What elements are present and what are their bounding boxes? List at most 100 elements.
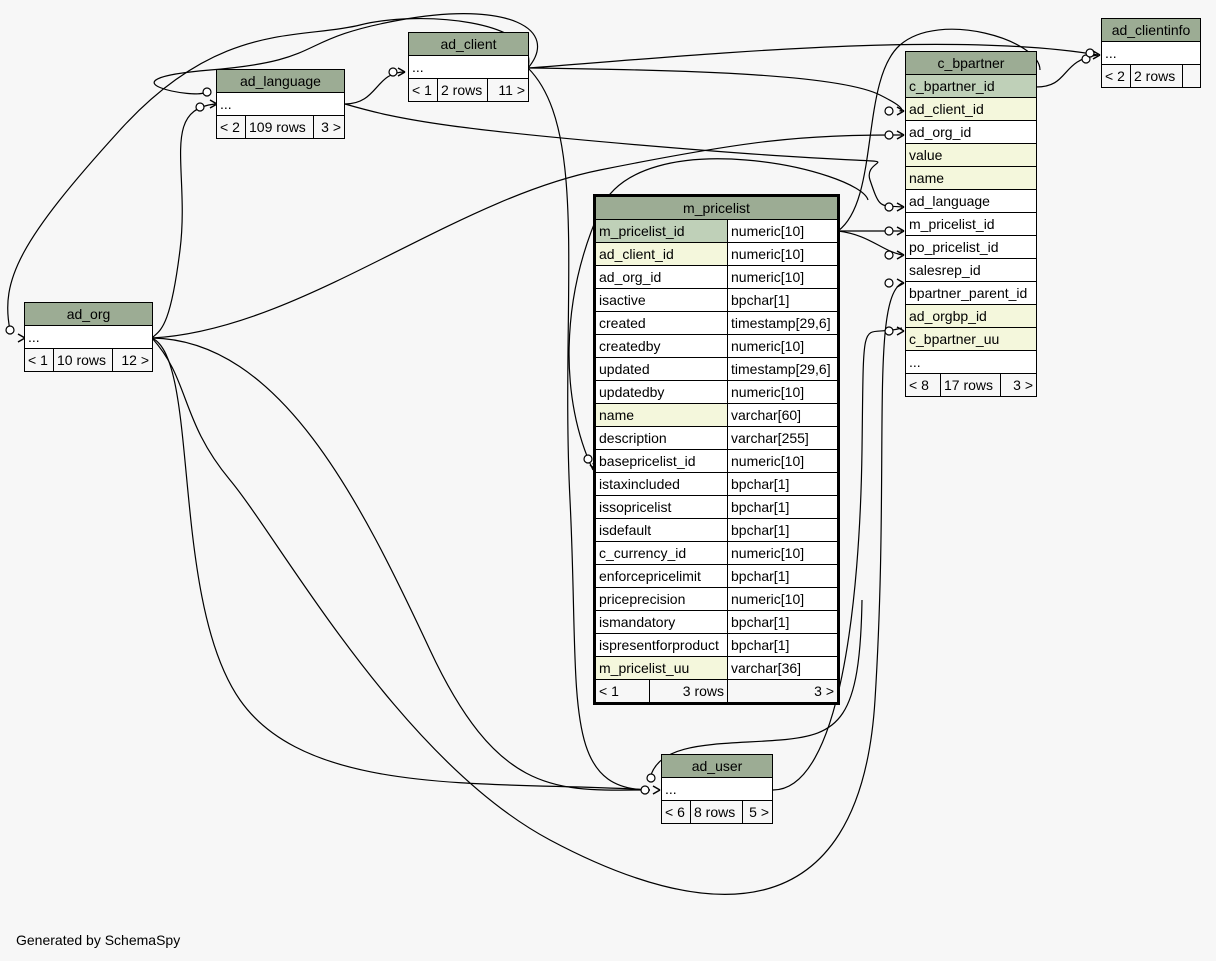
column-type: bpchar[1] (726, 518, 840, 542)
column-m-pricelist-id: m_pricelist_id (904, 212, 1038, 236)
column-name: issopricelist (594, 495, 728, 519)
column-type: bpchar[1] (726, 564, 840, 588)
column-name: ad_org_id (594, 265, 728, 289)
column-bpartner-parent-id: bpartner_parent_id (904, 281, 1038, 305)
column-type: numeric[10] (726, 265, 840, 289)
children-count: 3 > (999, 373, 1038, 397)
column-name: createdby (594, 334, 728, 358)
column-name: name (904, 166, 1038, 190)
column-name: priceprecision (594, 587, 728, 611)
parents-count: < 2 (216, 115, 246, 139)
row-count: 2 rows (1130, 64, 1183, 88)
column-ad-orgbp-id: ad_orgbp_id (904, 304, 1038, 328)
column-name: updated (594, 357, 728, 381)
column-type: bpchar[1] (726, 610, 840, 634)
row-count: 17 rows (940, 373, 1001, 397)
column-type: numeric[10] (726, 587, 840, 611)
parents-count: < 1 (594, 679, 650, 704)
column-type: numeric[10] (726, 242, 840, 266)
table-ad-client[interactable]: ad_client ... < 1 2 rows 11 > (408, 32, 529, 102)
parents-count: < 1 (24, 348, 54, 372)
column-type: numeric[10] (726, 334, 840, 358)
parents-count: < 8 (905, 373, 941, 397)
column-name: c_currency_id (594, 541, 728, 565)
more-columns: ... (408, 55, 529, 79)
more-columns: ... (904, 350, 1038, 374)
row-count: 3 rows (649, 679, 728, 704)
row-count: 109 rows (245, 115, 314, 139)
column-name: basepricelist_id (594, 449, 728, 473)
children-count: 3 > (313, 115, 345, 139)
column-name: name (594, 403, 728, 427)
parents-count: < 6 (661, 800, 691, 824)
table-ad-clientinfo[interactable]: ad_clientinfo ... < 2 2 rows (1100, 18, 1202, 88)
column-ad-client-id: ad_client_id (904, 97, 1038, 121)
column-name: m_pricelist_id (594, 219, 728, 243)
column-name: ismandatory (594, 610, 728, 634)
table-title: c_bpartner (904, 51, 1038, 75)
children-count: 12 > (111, 348, 154, 372)
column-po-pricelist-id: po_pricelist_id (904, 235, 1038, 259)
table-c-bpartner[interactable]: c_bpartner c_bpartner_id ad_client_id ad… (904, 51, 1038, 397)
column-name: created (594, 311, 728, 335)
column-type: bpchar[1] (726, 633, 840, 657)
column-name: ispresentforproduct (594, 633, 728, 657)
table-ad-user[interactable]: ad_user ... < 6 8 rows 5 > (660, 754, 774, 824)
column-name: ad_client_id (594, 242, 728, 266)
column-name: isactive (594, 288, 728, 312)
more-columns: ... (23, 325, 154, 349)
column-name: istaxincluded (594, 472, 728, 496)
column-ad-language: ad_language (904, 189, 1038, 213)
row-count: 10 rows (53, 348, 113, 372)
parents-count: < 1 (408, 78, 438, 102)
column-name: isdefault (594, 518, 728, 542)
table-title: m_pricelist (593, 195, 840, 220)
row-count: 8 rows (690, 800, 743, 824)
row-count: 2 rows (437, 78, 488, 102)
column-type: numeric[10] (726, 219, 840, 243)
table-title: ad_org (23, 302, 154, 326)
column-ad-org-id: ad_org_id (904, 120, 1038, 144)
table-ad-org[interactable]: ad_org ... < 1 10 rows 12 > (23, 302, 154, 372)
footer-generated-by: Generated by SchemaSpy (16, 932, 181, 948)
table-title: ad_client (408, 32, 529, 56)
children-count: 5 > (741, 800, 774, 824)
column-type: varchar[60] (726, 403, 840, 427)
table-ad-language[interactable]: ad_language ... < 2 109 rows 3 > (216, 69, 345, 139)
parents-count: < 2 (1101, 64, 1131, 88)
column-type: timestamp[29,6] (726, 311, 840, 335)
column-type: numeric[10] (726, 380, 840, 404)
children-count (1181, 64, 1202, 88)
more-columns: ... (216, 92, 345, 116)
column-type: numeric[10] (726, 449, 840, 473)
column-c-bpartner-uu: c_bpartner_uu (904, 327, 1038, 351)
table-title: ad_user (660, 754, 774, 778)
table-title: ad_language (216, 69, 345, 93)
column-name: updatedby (594, 380, 728, 404)
column-name: description (594, 426, 728, 450)
column-salesrep-id: salesrep_id (904, 258, 1038, 282)
column-type: bpchar[1] (726, 495, 840, 519)
column-type: bpchar[1] (726, 288, 840, 312)
